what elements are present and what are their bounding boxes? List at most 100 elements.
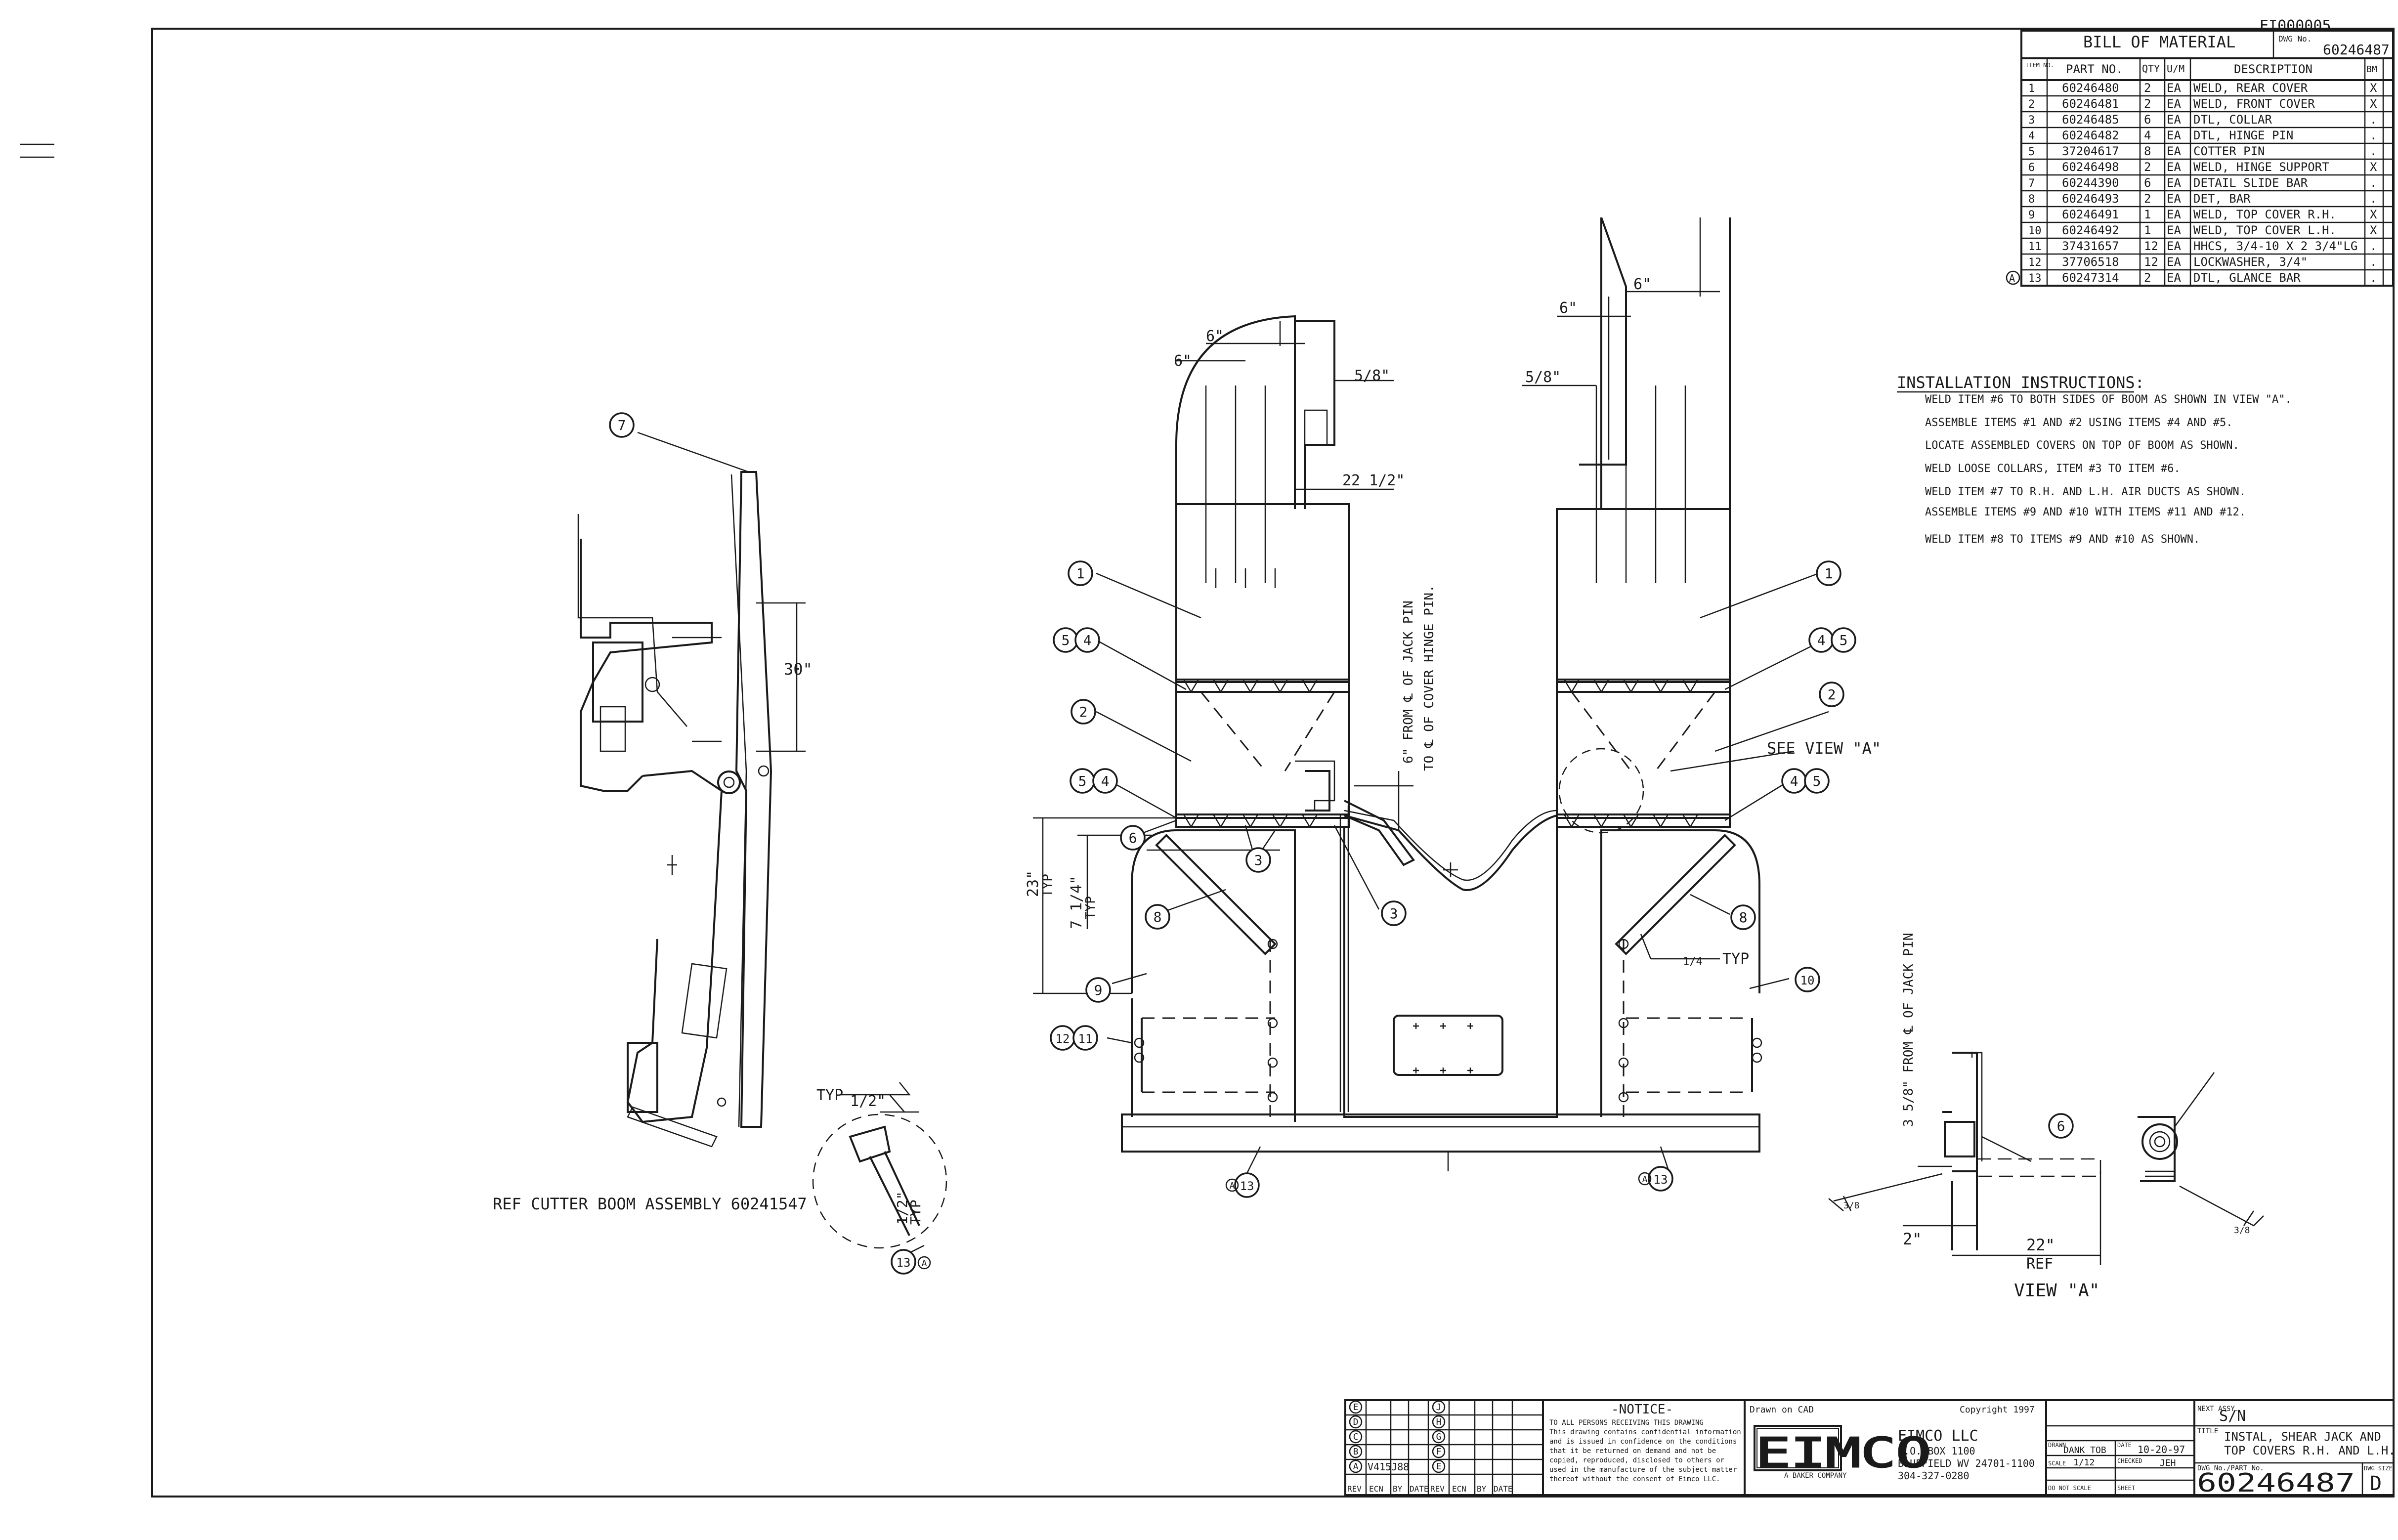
- bom-title: BILL OF MATERIAL: [2083, 33, 2235, 51]
- item-balloon: 5: [1831, 627, 1856, 653]
- balloon-number: 9: [1094, 982, 1103, 998]
- dim-6-right: 6": [1559, 299, 1577, 317]
- dim-6-left-upper: 6": [1206, 328, 1224, 345]
- balloon-number: 3: [1390, 905, 1398, 922]
- tb-date-label: DATE: [2117, 1442, 2132, 1449]
- bom-cell-item: 8: [2028, 193, 2035, 206]
- rev-letter-right: E: [1436, 1461, 1442, 1472]
- balloon-number: 5: [1813, 773, 1821, 789]
- bom-cell-item: 5: [2028, 146, 2035, 158]
- bom-cell-qty: 2: [2144, 81, 2151, 95]
- rev-a-letter: A: [922, 1258, 927, 1269]
- eimco-logo: EIMCO: [1756, 1430, 1931, 1477]
- vert-note-jack-pin: 6" FROM ℄ OF JACK PIN: [1401, 600, 1416, 764]
- rev-marker: [2006, 270, 2020, 285]
- item-balloon: 4: [1808, 627, 1834, 653]
- rev-letter-right: F: [1436, 1447, 1442, 1457]
- drawn-on-cad: Drawn on CAD: [1750, 1405, 1814, 1415]
- rev-letter-right: H: [1436, 1417, 1442, 1427]
- tb-dwg-label: DWG No./PART No.: [2197, 1464, 2264, 1472]
- item-balloon: 1: [1068, 560, 1093, 586]
- bom-cell-part: 37431657: [2062, 239, 2119, 253]
- bom-cell-desc: WELD, REAR COVER: [2193, 81, 2308, 95]
- bom-cell-item: 3: [2028, 114, 2035, 127]
- bom-cell-item: 10: [2028, 225, 2042, 237]
- bom-cell-part: 60246492: [2062, 223, 2119, 237]
- instruction-line: WELD ITEM #8 TO ITEMS #9 AND #10 AS SHOW…: [1925, 533, 2200, 546]
- bom-cell-item: 11: [2028, 241, 2042, 253]
- tb-dwg-no: 60246487: [2197, 1468, 2355, 1498]
- bom-cell-bm: X: [2370, 223, 2377, 237]
- company-block: Drawn on CAD Copyright 1997 EIMCO A BAKE…: [1744, 1399, 2047, 1496]
- item-balloon: 6: [2048, 1113, 2074, 1139]
- rev-a-marker: A: [1638, 1172, 1652, 1186]
- tb-sheet-label: SHEET: [2117, 1485, 2135, 1492]
- bom-cell-bm: .: [2370, 113, 2377, 127]
- weld-typ: TYP: [1722, 950, 1749, 968]
- instruction-line: ASSEMBLE ITEMS #1 AND #2 USING ITEMS #4 …: [1925, 417, 2233, 429]
- dim-6-left: 6": [1174, 352, 1192, 370]
- balloon-number: 2: [1828, 686, 1836, 703]
- dim-23: 23": [1025, 870, 1042, 897]
- tb-scale: 1/12: [2073, 1457, 2095, 1468]
- notice-line: used in the manufacture of the subject m…: [1549, 1466, 1737, 1474]
- bom-cell-bm: .: [2370, 255, 2377, 269]
- rev-letter: A: [1353, 1461, 1359, 1472]
- bom-cell-part: 60246491: [2062, 208, 2119, 221]
- view-a-dim-2: 2": [1903, 1230, 1922, 1248]
- detail-half-vertical: 1/2": [894, 1192, 910, 1225]
- item-balloon: 13: [1234, 1172, 1260, 1198]
- tb-next-assy-label: NEXT ASSY.: [2197, 1405, 2239, 1413]
- view-a-detail: 3/8 2" 22" REF 3 5/8" FROM ℄ OF JACK PIN…: [1828, 933, 2264, 1301]
- bom-cell-qty: 2: [2144, 160, 2151, 174]
- item-balloon: 3: [1245, 847, 1271, 873]
- balloon-number: 11: [1078, 1032, 1093, 1046]
- rev-letter: B: [1353, 1447, 1359, 1457]
- dim-6-right-upper: 6": [1633, 276, 1651, 293]
- bom-header-bm: BM: [2366, 64, 2377, 75]
- bom-cell-bm: .: [2370, 176, 2377, 190]
- item-balloon: 12: [1050, 1025, 1075, 1051]
- balloon-number: 5: [1840, 632, 1848, 648]
- ref-cutter-boom-assembly: REF CUTTER BOOM ASSEMBLY 60241547: [493, 1195, 807, 1213]
- bom-cell-um: EA: [2167, 81, 2181, 95]
- item-balloon: 8: [1145, 904, 1170, 930]
- tb-checked: JEH: [2160, 1458, 2176, 1468]
- bom-cell-qty: 6: [2144, 113, 2151, 127]
- view-a-ref: REF: [2026, 1255, 2053, 1273]
- bom-cell-desc: DETAIL SLIDE BAR: [2193, 176, 2308, 190]
- tb-not-scale: DO NOT SCALE: [2048, 1485, 2091, 1492]
- bom-cell-qty: 2: [2144, 97, 2151, 111]
- instruction-line: WELD LOOSE COLLARS, ITEM #3 TO ITEM #6.: [1925, 463, 2181, 475]
- bom-cell-qty: 8: [2144, 144, 2151, 158]
- dim-7-quarter: 7 1/4": [1068, 876, 1085, 929]
- bom-cell-um: EA: [2167, 160, 2181, 174]
- bom-cell-item: 13: [2028, 272, 2042, 285]
- bom-cell-desc: WELD, HINGE SUPPORT: [2193, 160, 2329, 174]
- rev-header: ECN: [1369, 1484, 1383, 1494]
- instruction-line: WELD ITEM #7 TO R.H. AND L.H. AIR DUCTS …: [1925, 486, 2246, 498]
- bom-cell-um: EA: [2167, 144, 2181, 158]
- notice-line: copied, reproduced, disclosed to others …: [1549, 1456, 1724, 1464]
- rev-header: DATE: [1494, 1484, 1513, 1494]
- instruction-line: ASSEMBLE ITEMS #9 AND #10 WITH ITEMS #11…: [1925, 506, 2246, 518]
- balloon-number: 7: [618, 417, 626, 433]
- half-inch-weld: 1/2": [850, 1093, 886, 1110]
- bom-cell-part: 60244390: [2062, 176, 2119, 190]
- item-balloon: 7: [609, 412, 635, 438]
- notice-line: that it be returned on demand and not be: [1549, 1447, 1716, 1455]
- item-balloon: 6: [1120, 825, 1146, 851]
- balloon-number: 4: [1083, 632, 1092, 648]
- jack-pin-note: 3 5/8" FROM ℄ OF JACK PIN: [1901, 933, 1916, 1127]
- typ-label-detail: TYP: [816, 1087, 843, 1104]
- title-block: DRAWN DANK TOB DATE 10-20-97 SCALE 1/12 …: [2045, 1399, 2396, 1498]
- bom-cell-um: EA: [2167, 223, 2181, 237]
- bom-cell-desc: COTTER PIN: [2193, 144, 2265, 158]
